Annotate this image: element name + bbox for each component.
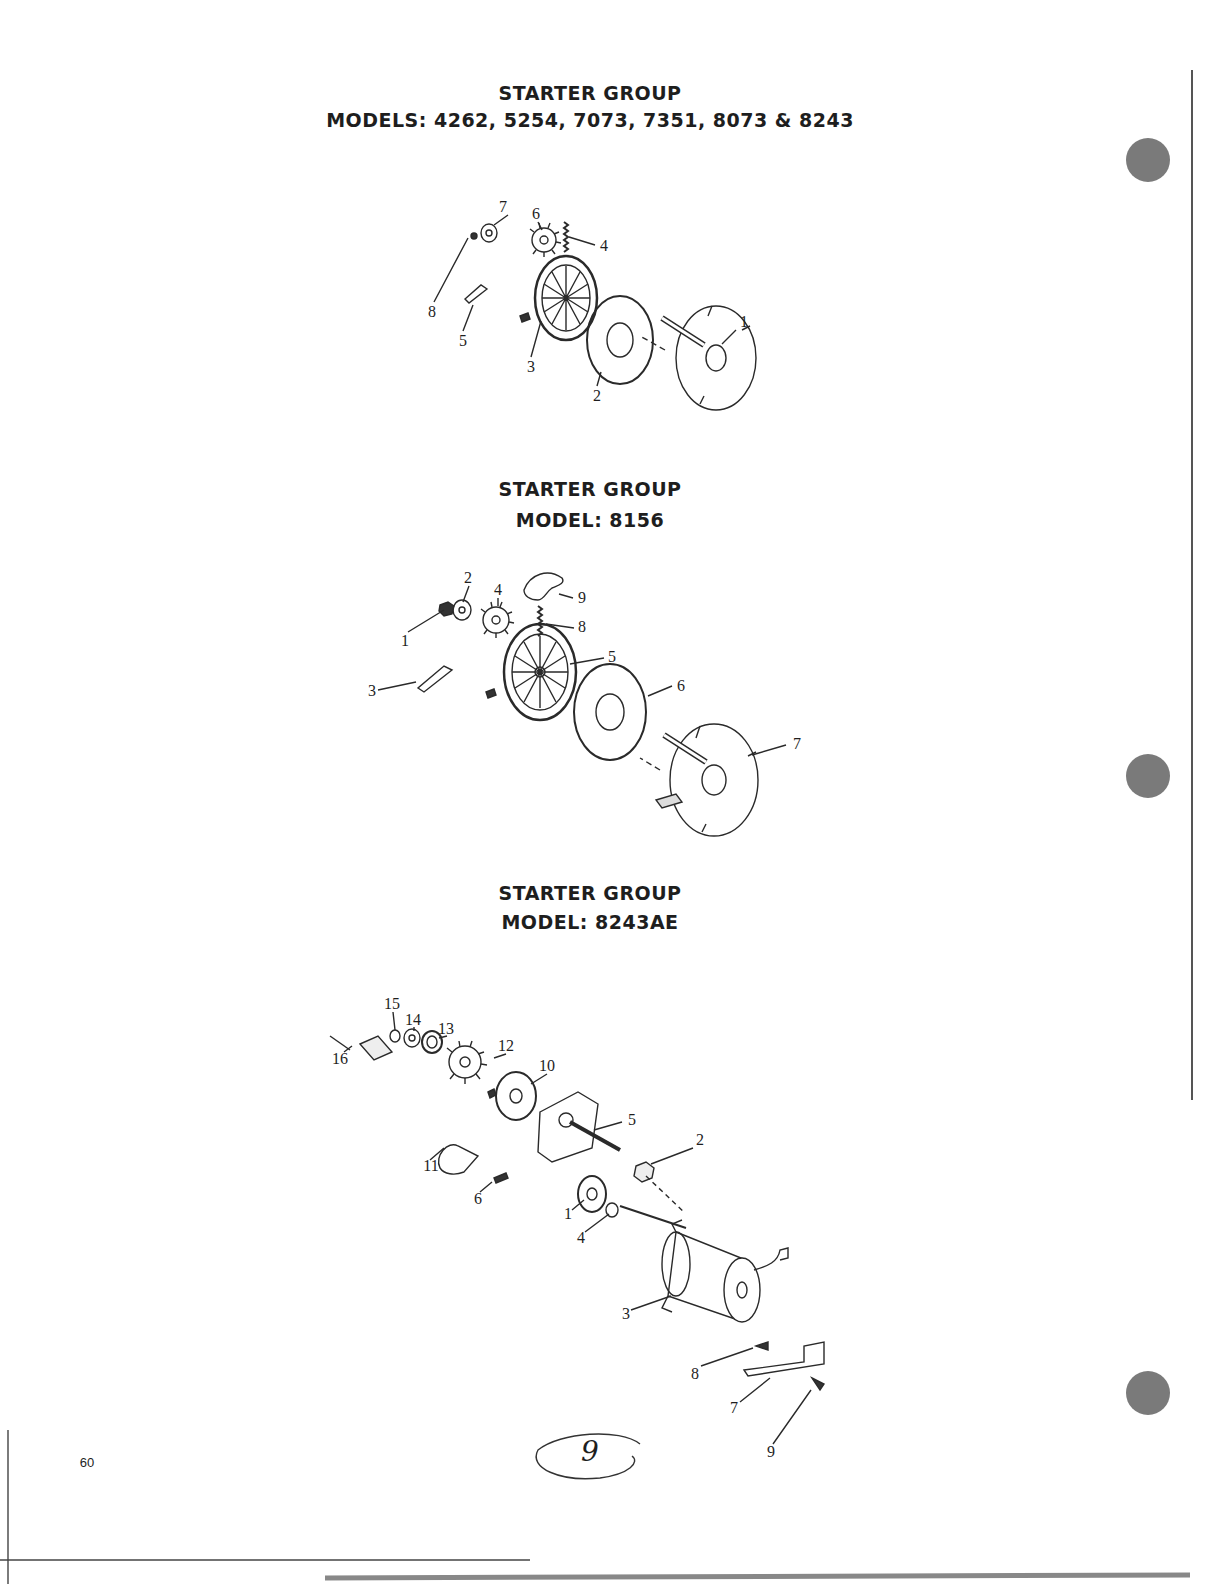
callout-number: 14 bbox=[405, 1012, 421, 1028]
callout-number: 4 bbox=[600, 238, 608, 254]
callout-number: 6 bbox=[677, 678, 685, 694]
callout-number: 11 bbox=[423, 1158, 438, 1174]
callout-number: 15 bbox=[384, 996, 400, 1012]
callout-number: 6 bbox=[532, 206, 540, 222]
handwritten-note: 9 bbox=[581, 1438, 599, 1466]
callout-number: 4 bbox=[577, 1230, 585, 1246]
model-list: MODEL: 8156 bbox=[516, 511, 665, 530]
callout-number: 3 bbox=[368, 683, 376, 699]
callout-number: 3 bbox=[527, 359, 535, 375]
callout-number: 9 bbox=[767, 1444, 775, 1460]
callout-number: 6 bbox=[474, 1191, 482, 1207]
model-list: MODELS: 4262, 5254, 7073, 7351, 8073 & 8… bbox=[326, 111, 854, 130]
callout-number: 1 bbox=[401, 633, 409, 649]
callout-number: 8 bbox=[578, 619, 586, 635]
callout-number: 7 bbox=[793, 736, 801, 752]
callout-number: 1 bbox=[740, 314, 748, 330]
callout-number: 5 bbox=[628, 1112, 636, 1128]
callout-number: 7 bbox=[499, 199, 507, 215]
callout-number: 5 bbox=[459, 333, 467, 349]
callout-number: 2 bbox=[464, 570, 472, 586]
callout-number: 7 bbox=[730, 1400, 738, 1416]
group-heading: STARTER GROUP bbox=[498, 480, 681, 499]
group-heading: STARTER GROUP bbox=[498, 884, 681, 903]
callout-number: 12 bbox=[498, 1038, 514, 1054]
model-list: MODEL: 8243AE bbox=[501, 913, 678, 932]
callout-number: 2 bbox=[593, 388, 601, 404]
page-number: 60 bbox=[80, 1456, 94, 1469]
group-heading: STARTER GROUP bbox=[498, 84, 681, 103]
callout-number: 5 bbox=[608, 649, 616, 665]
callout-number: 8 bbox=[428, 304, 436, 320]
callout-number: 16 bbox=[332, 1051, 348, 1067]
callout-number: 8 bbox=[691, 1366, 699, 1382]
callout-number: 3 bbox=[622, 1306, 630, 1322]
callout-number: 1 bbox=[564, 1206, 572, 1222]
callout-number: 4 bbox=[494, 582, 502, 598]
callout-number: 10 bbox=[539, 1058, 555, 1074]
callout-number: 13 bbox=[438, 1021, 454, 1037]
callout-number: 2 bbox=[696, 1132, 704, 1148]
callout-number: 9 bbox=[578, 590, 586, 606]
